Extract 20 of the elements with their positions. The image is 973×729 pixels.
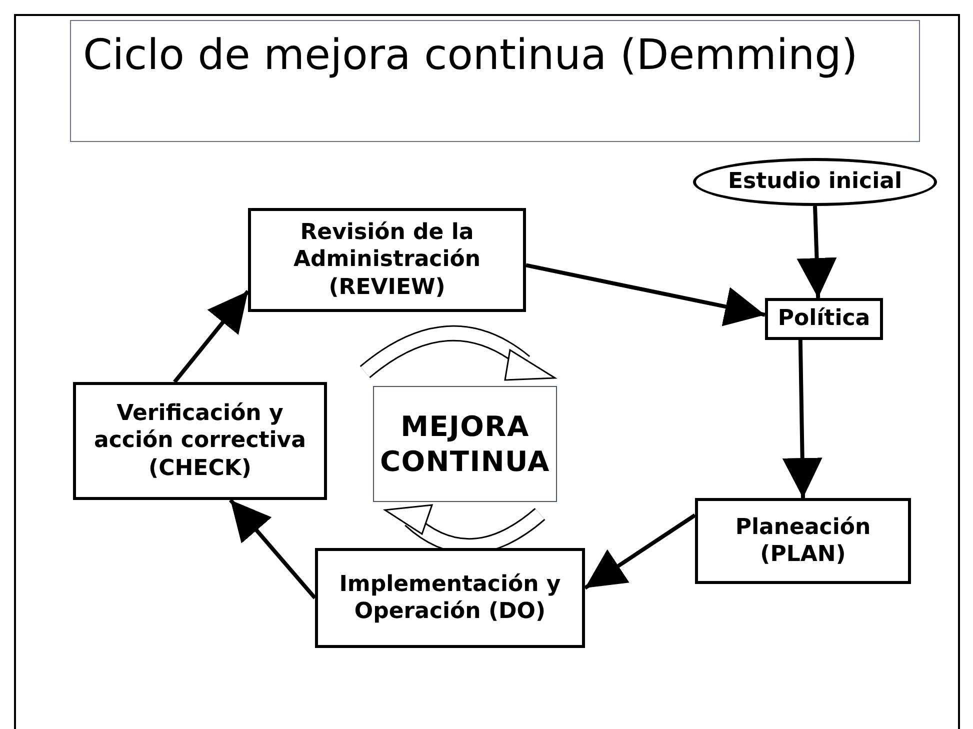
arrow bbox=[228, 498, 317, 600]
node-label: Verificación y acción correctiva (CHECK) bbox=[93, 400, 307, 482]
process-box bbox=[315, 548, 585, 648]
node-label: MEJORA CONTINUA bbox=[379, 409, 551, 479]
node-label: Planeación (PLAN) bbox=[734, 514, 872, 568]
node-label: Implementación y Operación (DO) bbox=[338, 570, 562, 626]
arrow bbox=[584, 514, 696, 590]
arrow bbox=[782, 340, 822, 498]
process-box bbox=[248, 208, 526, 312]
center-box bbox=[373, 386, 557, 502]
arrow bbox=[526, 263, 766, 326]
title-box: Ciclo de mejora continua (Demming) bbox=[70, 20, 920, 142]
process-box bbox=[765, 298, 883, 340]
node-label: Revisión de la Administración (REVIEW) bbox=[292, 218, 482, 302]
process-box bbox=[73, 382, 327, 500]
process-box bbox=[695, 498, 911, 584]
node-label: Política bbox=[778, 305, 870, 333]
node-label: Estudio inicial bbox=[728, 168, 902, 196]
arrow bbox=[796, 206, 837, 298]
arrow bbox=[173, 290, 250, 384]
